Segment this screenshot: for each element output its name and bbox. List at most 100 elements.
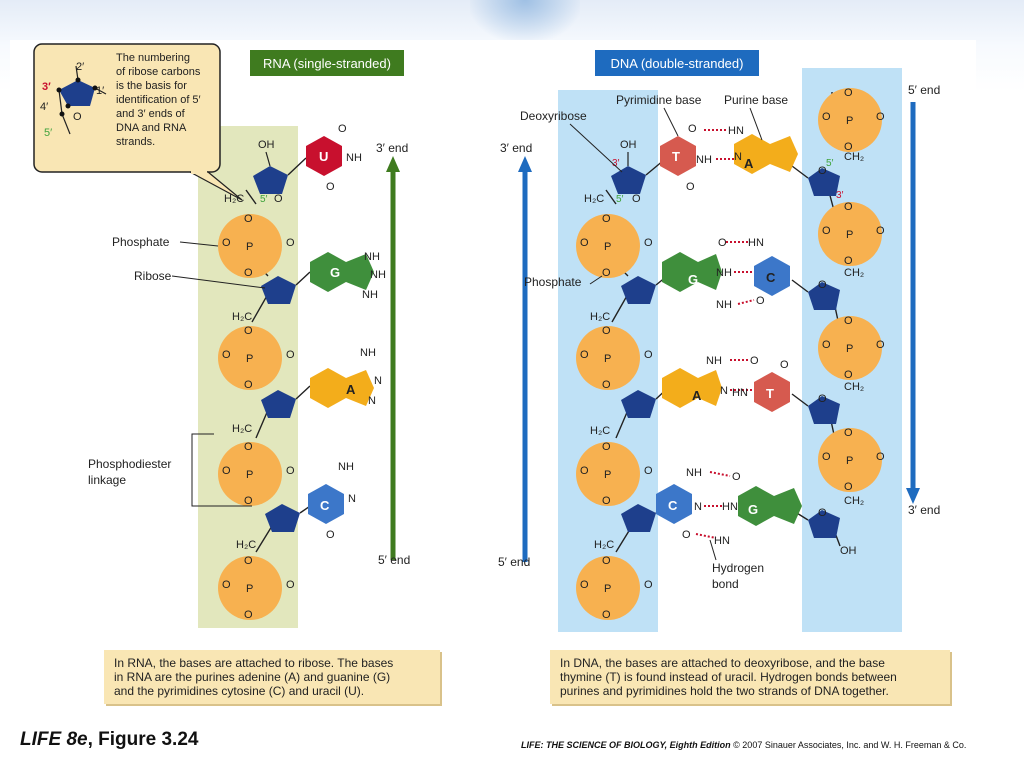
svg-text:A: A [346, 382, 356, 397]
dna-title: DNA (double-stranded) [611, 56, 744, 71]
dna-base-cytosine-2 [754, 256, 790, 296]
dna-base-adenine-1 [734, 134, 770, 174]
svg-text:O: O [244, 495, 253, 507]
svg-text:HN: HN [728, 125, 744, 137]
svg-text:O: O [580, 349, 589, 361]
dna-deoxyribose-l3 [621, 390, 656, 418]
dna-deoxyribose-label: Deoxyribose [520, 109, 587, 123]
svg-text:O: O [750, 355, 759, 367]
svg-text:O: O [732, 471, 741, 483]
dna-deoxyribose-r4 [808, 510, 840, 538]
svg-text:C: C [320, 498, 330, 513]
svg-text:and 3′ ends of: and 3′ ends of [116, 108, 186, 120]
dna-purine-label: Purine base [724, 93, 788, 107]
svg-text:HN: HN [748, 237, 764, 249]
svg-text:O: O [644, 349, 653, 361]
svg-text:O: O [818, 165, 827, 177]
rna-title: RNA (single-stranded) [263, 56, 391, 71]
svg-text:1′: 1′ [96, 85, 104, 97]
dna-right-3prime-label: 3′ end [908, 503, 940, 517]
svg-text:O: O [338, 123, 347, 135]
svg-text:P: P [846, 455, 853, 467]
ribose-numbering-inset: 2′ 1′ 3′ 4′ 5′ O The numbering of ribose… [33, 43, 243, 201]
rna-phosphate-2 [218, 326, 282, 390]
svg-text:O: O [644, 465, 653, 477]
svg-text:5′: 5′ [616, 194, 624, 205]
svg-text:NH: NH [706, 355, 722, 367]
svg-text:O: O [818, 393, 827, 405]
svg-text:P: P [846, 229, 853, 241]
svg-text:P: P [246, 469, 253, 481]
dna-deoxyribose-l4 [621, 504, 656, 532]
svg-text:N: N [720, 385, 728, 397]
rna-phosphate-1 [218, 214, 282, 278]
svg-text:O: O [602, 325, 611, 337]
svg-text:P: P [246, 583, 253, 595]
svg-text:HN: HN [714, 535, 730, 547]
svg-text:NH: NH [696, 154, 712, 166]
dna-base-guanine-2 [662, 252, 698, 292]
dna-deoxyribose-l1 [611, 166, 646, 194]
svg-text:O: O [244, 325, 253, 337]
svg-text:H₂C: H₂C [236, 539, 256, 551]
dna-caption: In DNA, the bases are attached to deoxyr… [550, 650, 950, 704]
dna-phosphate-l2 [576, 326, 640, 390]
dna-title-box [595, 50, 759, 76]
svg-text:G: G [330, 265, 340, 280]
svg-text:A: A [692, 388, 702, 403]
svg-text:O: O [244, 609, 253, 621]
svg-text:HN: HN [722, 501, 738, 513]
svg-text:NH: NH [686, 467, 702, 479]
svg-text:O: O [818, 279, 827, 291]
svg-text:O: O [286, 349, 295, 361]
svg-text:O: O [286, 237, 295, 249]
svg-text:O: O [844, 141, 853, 153]
svg-text:P: P [246, 241, 253, 253]
svg-text:H₂C: H₂C [590, 425, 610, 437]
svg-text:OH: OH [840, 545, 857, 557]
svg-text:O: O [688, 123, 697, 135]
svg-text:O: O [822, 225, 831, 237]
svg-text:strands.: strands. [116, 136, 155, 148]
svg-text:O: O [274, 193, 283, 205]
svg-text:O: O [602, 609, 611, 621]
svg-text:N: N [348, 493, 356, 505]
svg-text:O: O [844, 315, 853, 327]
svg-text:O: O [73, 111, 82, 123]
svg-text:T: T [766, 386, 774, 401]
svg-text:P: P [846, 115, 853, 127]
svg-text:O: O [644, 237, 653, 249]
svg-text:O: O [244, 441, 253, 453]
svg-text:P: P [604, 353, 611, 365]
dna-base-cytosine-4 [656, 484, 692, 524]
rna-title-box [250, 50, 404, 76]
rna-phosphodiester-label-2: linkage [88, 473, 126, 487]
svg-text:H₂C: H₂C [590, 311, 610, 323]
svg-text:NH: NH [370, 269, 386, 281]
dna-deoxyribose-r1 [808, 168, 840, 196]
rna-base-guanine [346, 254, 374, 290]
svg-text:N: N [374, 375, 382, 387]
svg-text:O: O [822, 451, 831, 463]
svg-text:NH: NH [364, 251, 380, 263]
dna-phosphate-r1 [818, 88, 882, 152]
svg-text:OH: OH [620, 139, 637, 151]
svg-text:O: O [876, 111, 885, 123]
dna-hydrogen-label-2: bond [712, 577, 739, 591]
rna-ribose-1 [253, 166, 288, 194]
svg-text:identification of 5′: identification of 5′ [116, 94, 201, 106]
svg-text:C: C [766, 270, 776, 285]
svg-text:5′: 5′ [826, 158, 834, 169]
rna-base-guanine-ring [310, 252, 346, 292]
header-decoration [470, 0, 580, 42]
svg-text:O: O [244, 267, 253, 279]
svg-text:O: O [286, 579, 295, 591]
svg-text:CH₂: CH₂ [844, 381, 864, 393]
svg-text:A: A [744, 156, 754, 171]
rna-3prime-end-label: 3′ end [376, 141, 408, 155]
svg-text:P: P [246, 353, 253, 365]
svg-text:T: T [672, 149, 680, 164]
dna-phosphate-r4 [818, 428, 882, 492]
dna-deoxyribose-r3 [808, 396, 840, 424]
